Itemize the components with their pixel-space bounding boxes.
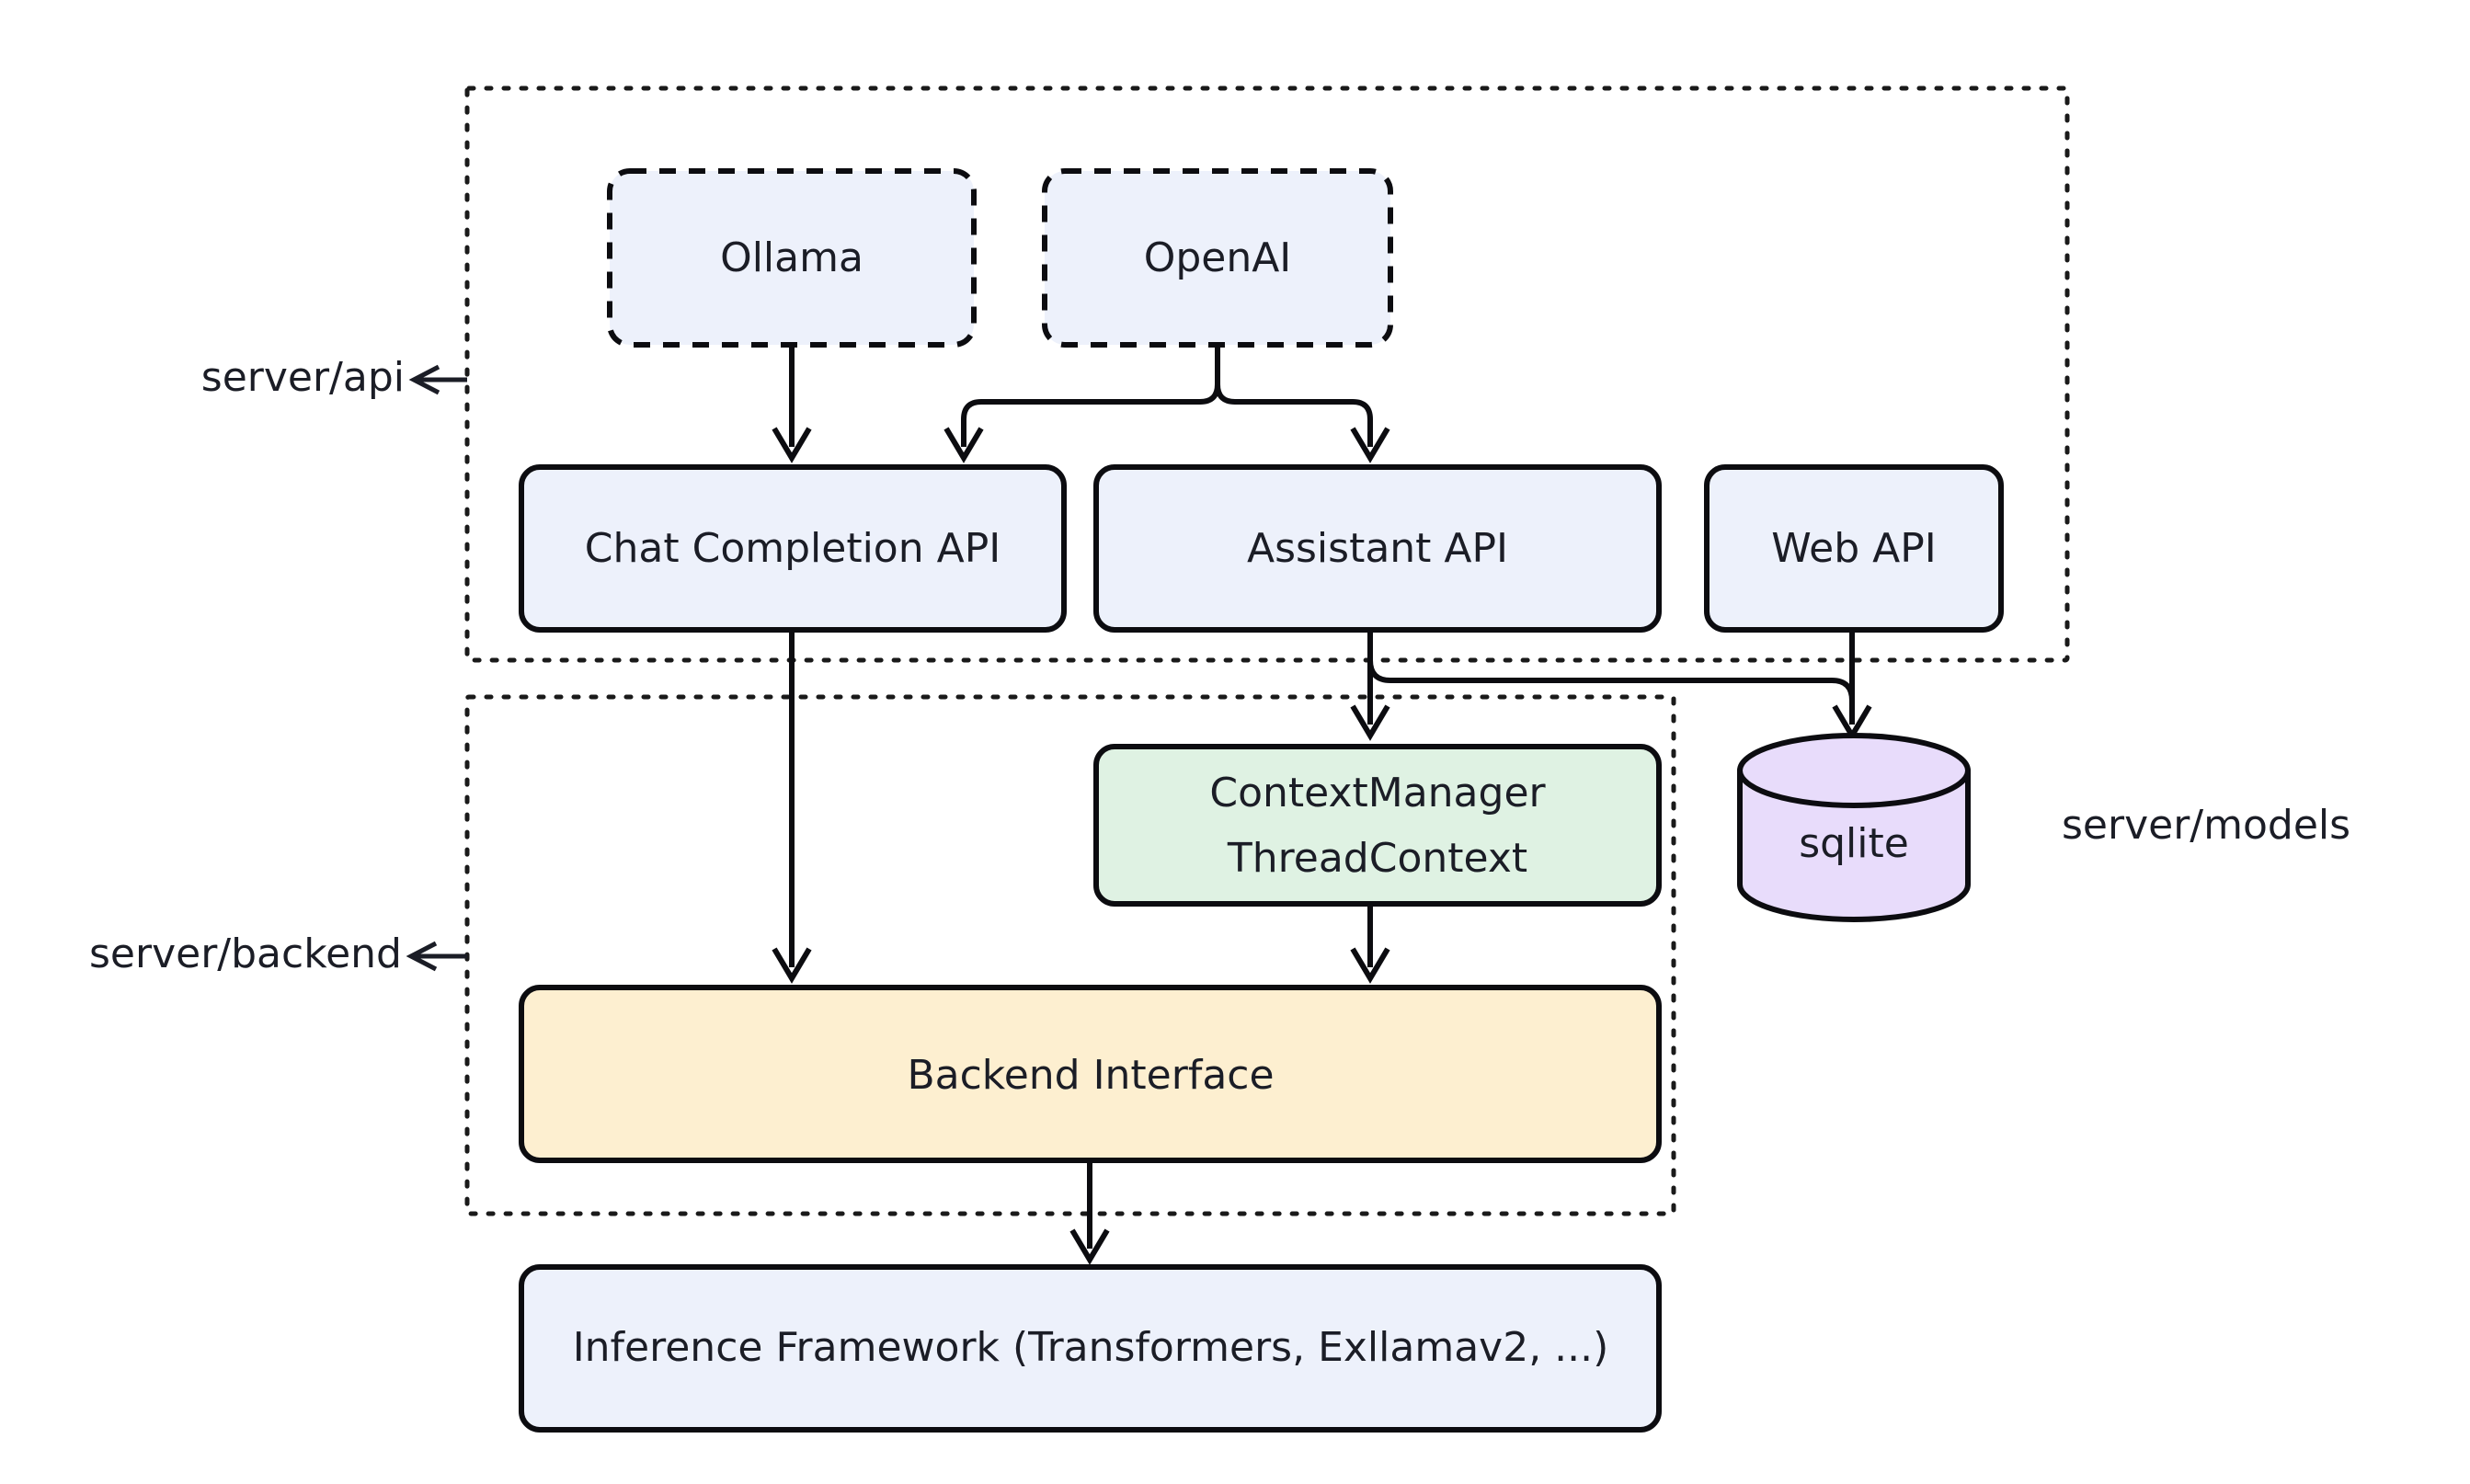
node-chat-completion-api-label: Chat Completion API bbox=[585, 525, 1001, 572]
node-assistant-api-label: Assistant API bbox=[1247, 525, 1508, 572]
node-web-api[interactable]: Web API bbox=[1704, 464, 2004, 633]
arrowhead-context-manager-to-backend-interface bbox=[1350, 947, 1390, 984]
node-ollama-label: Ollama bbox=[720, 234, 863, 281]
node-sqlite[interactable]: sqlite bbox=[1737, 733, 1971, 922]
node-inference-framework-label: Inference Framework (Transformers, Exlla… bbox=[573, 1324, 1609, 1371]
edge-assistant-api-to-sqlite bbox=[1367, 659, 1855, 725]
arrowhead-assistant-api-to-context-manager bbox=[1350, 704, 1390, 741]
node-assistant-api-shape bbox=[1093, 464, 1662, 633]
node-ollama[interactable]: Ollama bbox=[607, 168, 977, 348]
node-chat-completion-api[interactable]: Chat Completion API bbox=[519, 464, 1067, 633]
group-label-server-api: server/api bbox=[201, 354, 405, 401]
node-ollama-shape bbox=[607, 168, 977, 348]
node-assistant-api[interactable]: Assistant API bbox=[1093, 464, 1662, 633]
node-context-manager[interactable]: ContextManager ThreadContext bbox=[1093, 744, 1662, 907]
arrowhead-openai-to-assistant-api bbox=[1350, 427, 1390, 463]
node-sqlite-top-ellipse bbox=[1737, 733, 1971, 808]
group-label-server-models: server/models bbox=[2062, 802, 2350, 849]
group-container-server-api bbox=[464, 86, 2070, 663]
node-backend-interface-label: Backend Interface bbox=[907, 1052, 1274, 1099]
arrowhead-backend-interface-to-inference-framework bbox=[1069, 1228, 1110, 1265]
node-sqlite-label: sqlite bbox=[1799, 820, 1909, 867]
node-chat-completion-api-shape bbox=[519, 464, 1067, 633]
node-openai-label: OpenAI bbox=[1144, 234, 1292, 281]
arrowhead-openai-to-chat-completion-api bbox=[943, 427, 984, 463]
edge-openai-fork-to-assistant-api bbox=[1215, 383, 1373, 447]
node-openai-shape bbox=[1042, 168, 1393, 348]
node-backend-interface-shape bbox=[519, 985, 1662, 1163]
node-context-manager-label-line1: ContextManager bbox=[1209, 770, 1546, 816]
node-web-api-label: Web API bbox=[1771, 525, 1937, 572]
node-sqlite-shape bbox=[1737, 768, 1971, 922]
group-leader-arrowhead-server-api bbox=[408, 364, 440, 395]
node-web-api-shape bbox=[1704, 464, 2004, 633]
edge-openai-fork-to-chat-completion-api bbox=[961, 383, 1220, 447]
node-context-manager-label-line2: ThreadContext bbox=[1227, 835, 1527, 882]
group-label-server-backend: server/backend bbox=[89, 930, 402, 977]
arrowhead-ollama-to-chat-completion-api bbox=[772, 427, 812, 463]
node-inference-framework-shape bbox=[519, 1264, 1662, 1433]
node-openai[interactable]: OpenAI bbox=[1042, 168, 1393, 348]
arrowhead-chat-completion-api-to-backend-interface bbox=[772, 947, 812, 984]
node-backend-interface[interactable]: Backend Interface bbox=[519, 985, 1662, 1163]
group-leader-arrowhead-server-backend bbox=[406, 941, 438, 972]
node-inference-framework[interactable]: Inference Framework (Transformers, Exlla… bbox=[519, 1264, 1662, 1433]
node-context-manager-shape bbox=[1093, 744, 1662, 907]
